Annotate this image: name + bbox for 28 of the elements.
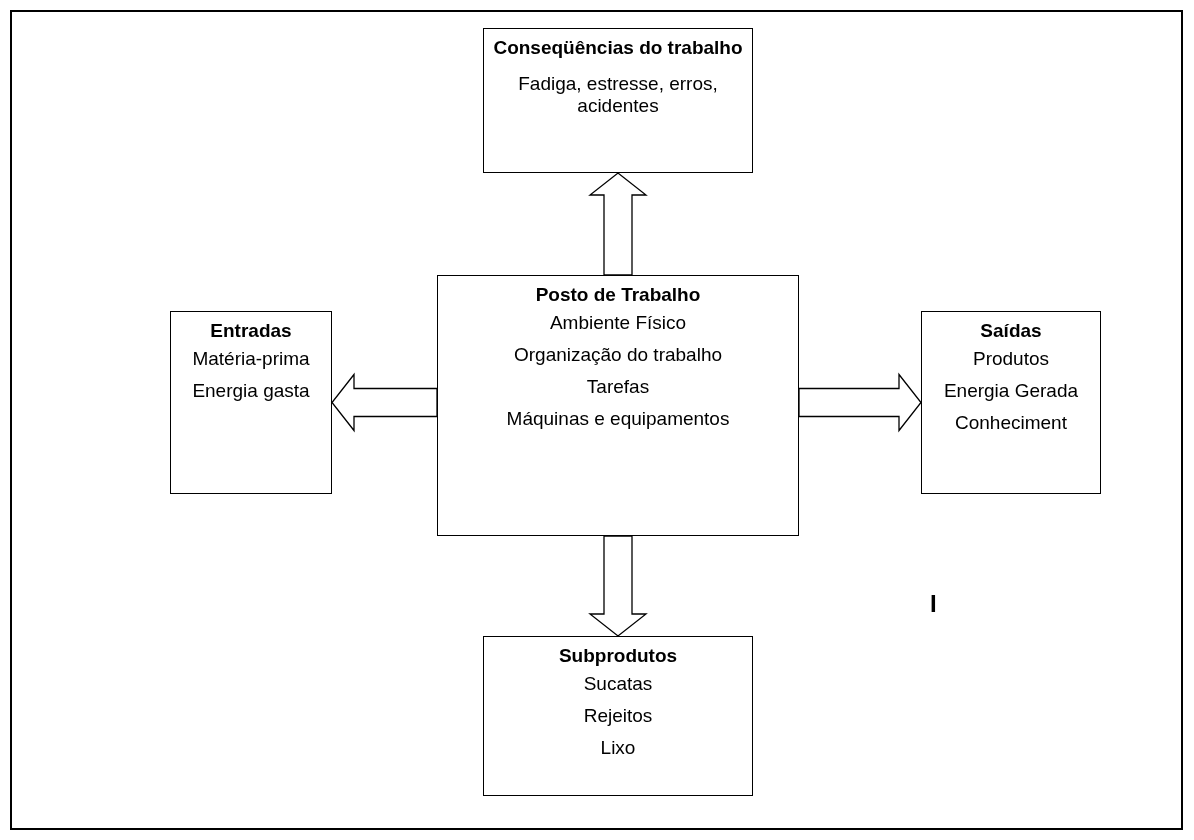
stray-mark: I (930, 590, 937, 618)
text-box (921, 311, 1101, 494)
box-heading: Subprodutos (557, 645, 679, 667)
box-item: Conheciment (954, 412, 1068, 434)
box-item: Fadiga, estresse, erros, acidentes (517, 73, 719, 117)
box-item: Matéria-prima (191, 348, 311, 370)
box-item: Rejeitos (582, 705, 654, 727)
box-item: Ambiente Físico (548, 312, 688, 334)
box-heading: Posto de Trabalho (534, 284, 702, 306)
box-item: Produtos (971, 348, 1050, 370)
box-item: Energia Gerada (942, 380, 1080, 402)
text-box (483, 636, 753, 796)
box-item: Lixo (599, 737, 637, 759)
block-arrow (331, 372, 438, 433)
block-arrow (798, 372, 922, 433)
box-heading: Saídas (979, 320, 1043, 342)
box-item: Energia gasta (191, 380, 311, 402)
block-arrow (588, 172, 648, 276)
text-box (437, 275, 799, 536)
box-item: Tarefas (585, 376, 651, 398)
box-item: Organização do trabalho (512, 344, 724, 366)
text-box (170, 311, 332, 494)
box-item: Máquinas e equipamentos (505, 408, 731, 430)
text-box (483, 28, 753, 173)
box-heading: Conseqüências do trabalho (492, 37, 744, 59)
box-item: Sucatas (582, 673, 654, 695)
box-heading: Entradas (209, 320, 293, 342)
block-arrow (588, 535, 648, 637)
